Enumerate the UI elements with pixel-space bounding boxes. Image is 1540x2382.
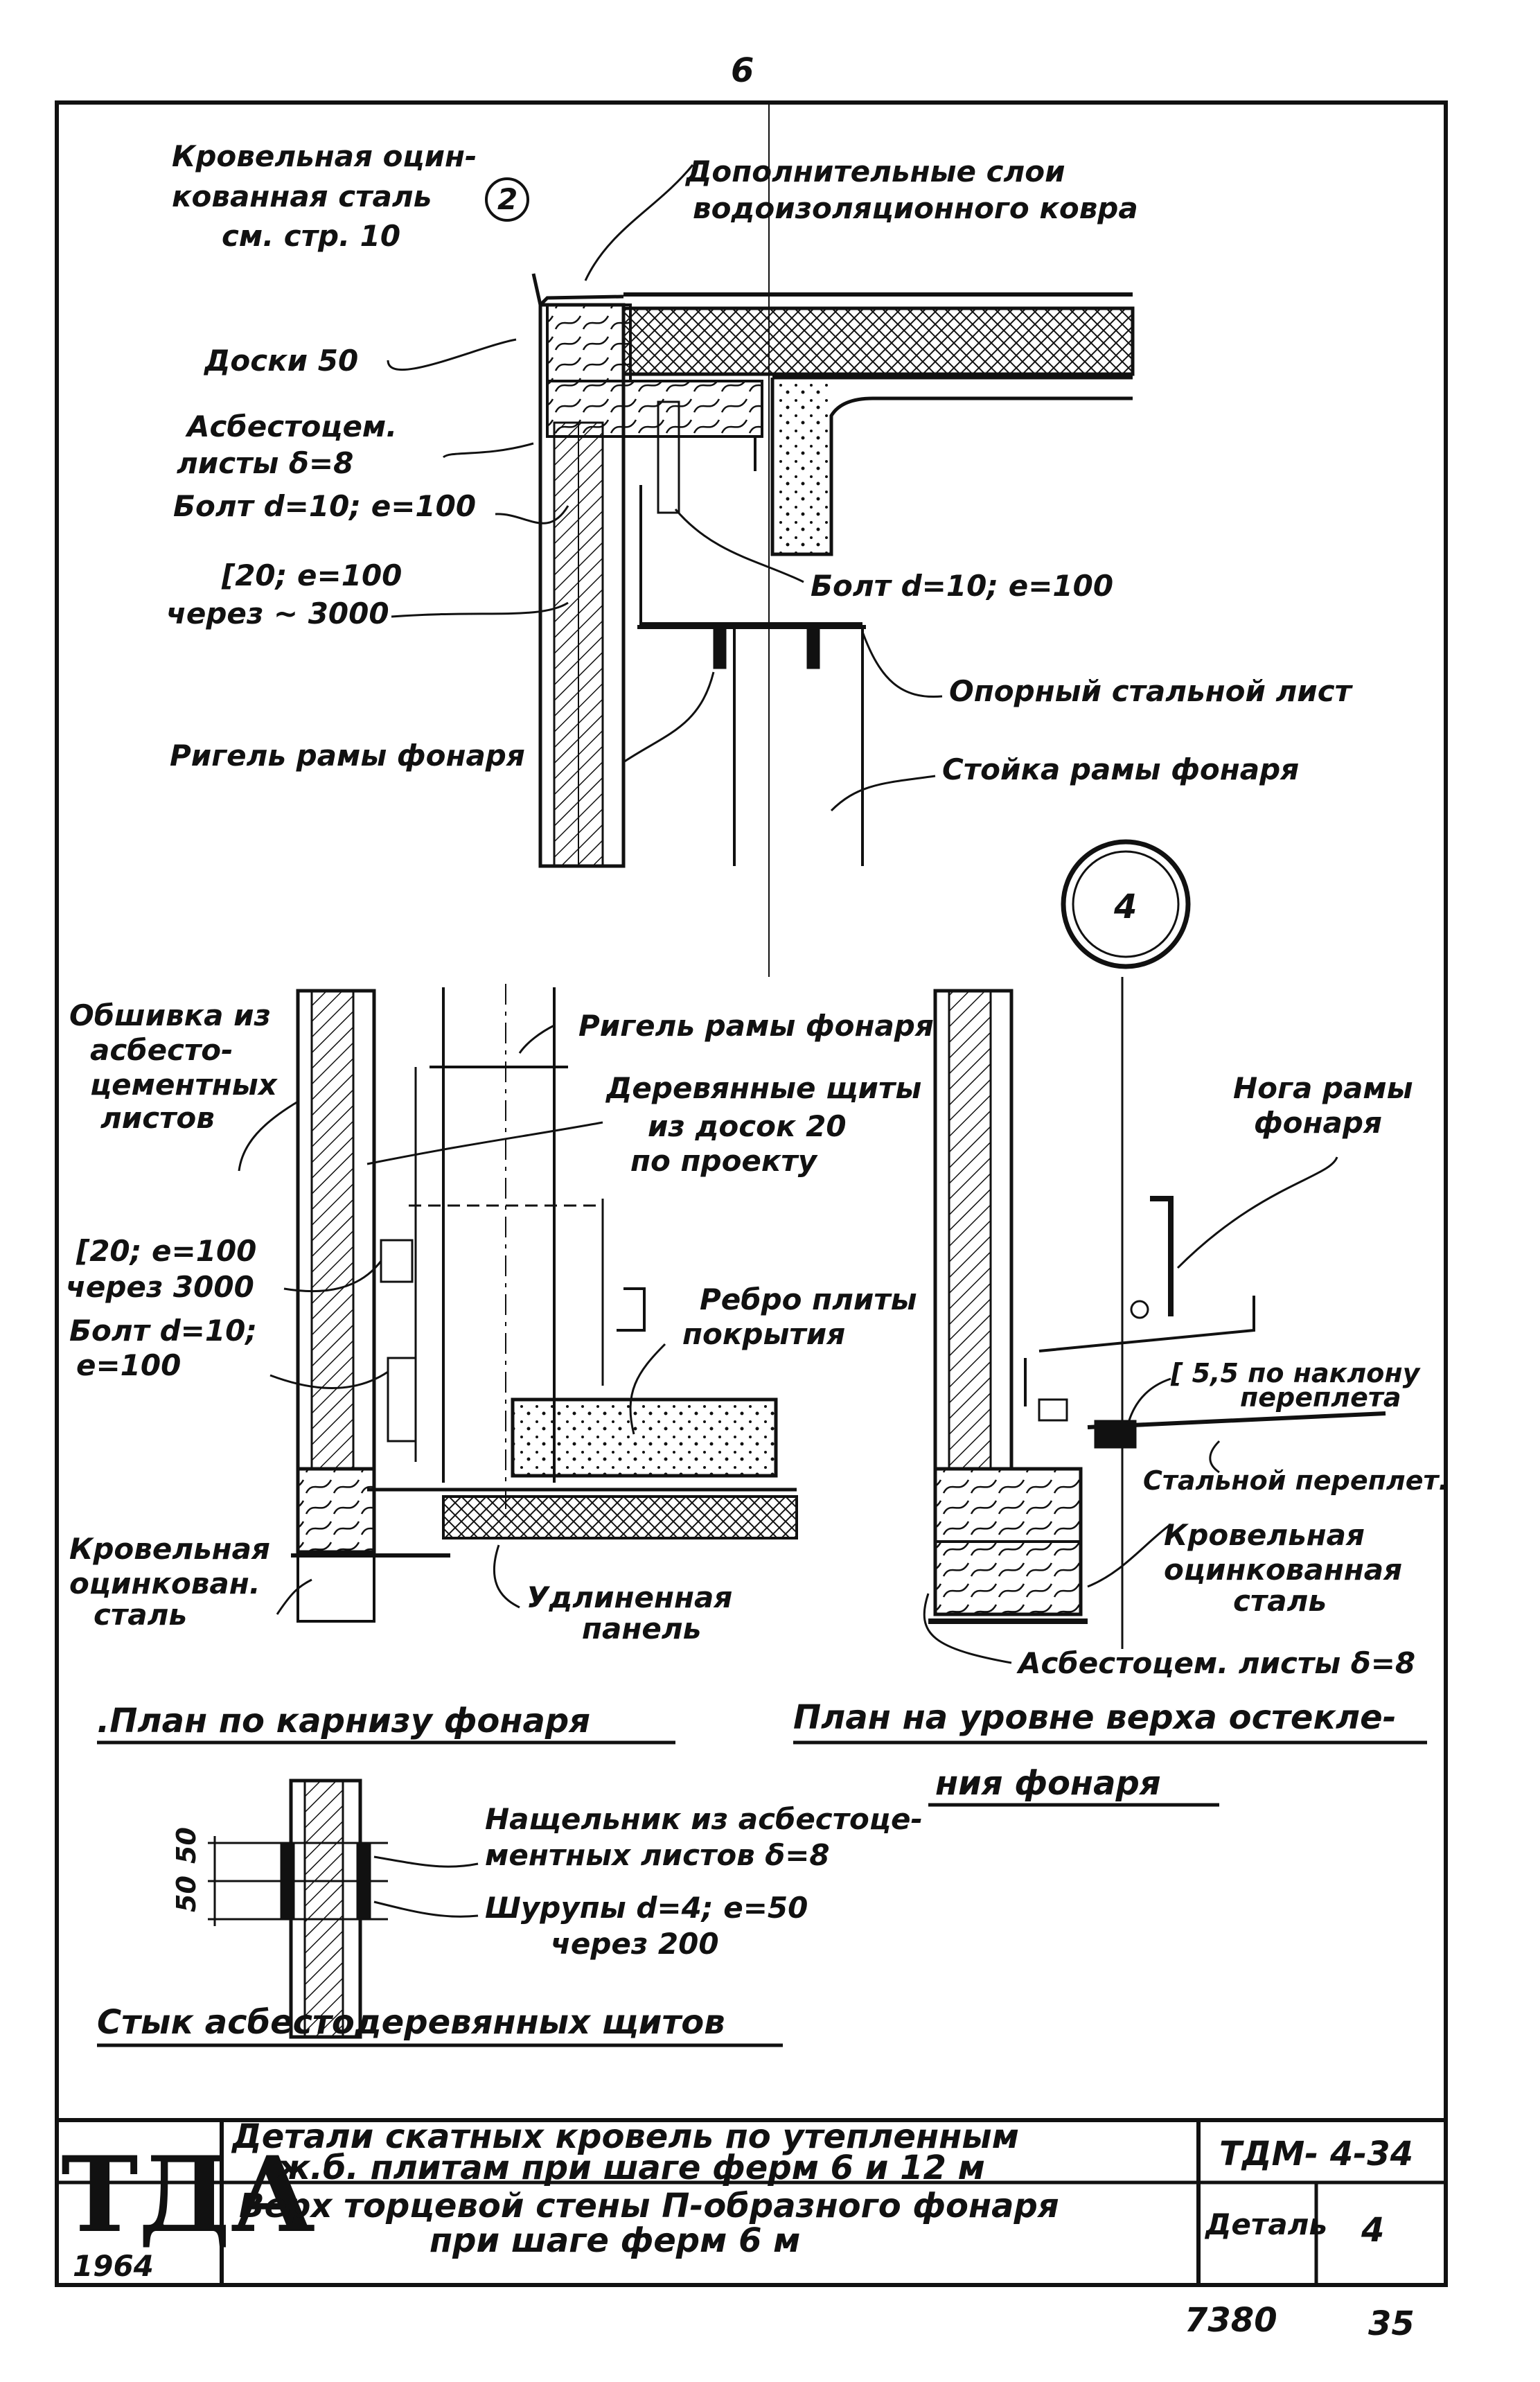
- label-wood-shields-2: из досок 20: [648, 1109, 847, 1143]
- label-leg-2: фонаря: [1254, 1106, 1382, 1140]
- label-boards: Доски 50: [203, 344, 358, 378]
- plan-left: [238, 984, 798, 1623]
- top-detail: [387, 104, 1135, 977]
- label-roof-steel-3: см. стр. 10: [222, 219, 400, 253]
- joint-dim-a: 50: [171, 1827, 202, 1864]
- label-steel-binding: Стальной переплет.: [1143, 1465, 1449, 1496]
- label-asbestos-1: Асбестоцем.: [185, 409, 397, 443]
- label-cladding-3: цементных: [90, 1068, 278, 1102]
- label-roof-steel-left-1: Кровельная: [69, 1532, 270, 1566]
- page-number-top: 6: [731, 51, 754, 90]
- label-post: Стойка рамы фонаря: [942, 752, 1299, 786]
- sheet-number: 7380: [1185, 2301, 1277, 2340]
- label-channel-2: через ~ 3000: [166, 597, 389, 630]
- sheet-frame: [55, 100, 1448, 2287]
- label-panel-1: Удлиненная: [526, 1580, 732, 1614]
- label-cladding-1: Обшивка из: [69, 998, 271, 1032]
- detail-mark-4-circle: [1061, 839, 1191, 969]
- label-roof-steel-left-3: сталь: [94, 1598, 187, 1632]
- label-bolt-right: Болт d=10; e=100: [811, 569, 1113, 603]
- label-channel-left-1: [20; e=100: [76, 1234, 256, 1268]
- joint-dim-b: 50: [171, 1876, 202, 1912]
- stamp-year: 1964: [73, 2249, 154, 2283]
- label-roof-steel-right-3: сталь: [1233, 1584, 1327, 1618]
- label-rib-1: Ребро плиты: [700, 1282, 917, 1316]
- plan-right: [923, 977, 1386, 1664]
- label-bolt-left-2: e=100: [76, 1348, 181, 1382]
- label-asbestos-2: листы δ=8: [177, 446, 353, 480]
- title-block: [57, 2118, 1446, 2285]
- label-bolt-left: Болт d=10; e=100: [173, 489, 476, 523]
- label-asbestos-right: Асбестоцем. листы δ=8: [1016, 1646, 1415, 1680]
- title-line-2: ж.б. плитам при шаге ферм 6 и 12 м: [276, 2149, 985, 2187]
- label-overlay-2: ментных листов δ=8: [485, 1838, 830, 1872]
- label-channel-left-2: через 3000: [66, 1270, 254, 1304]
- label-overlay-1: Нащельник из асбестоце-: [485, 1802, 923, 1836]
- label-wood-shields-1: Деревянные щиты: [605, 1071, 921, 1105]
- label-channel-slope-2: переплета: [1240, 1382, 1401, 1413]
- label-wood-shields-3: по проекту: [630, 1144, 818, 1178]
- label-crossbar-top: Ригель рамы фонаря: [170, 739, 525, 773]
- label-roof-steel-left-2: оцинкован.: [69, 1567, 260, 1600]
- label-leg-1: Нога рамы: [1233, 1071, 1413, 1105]
- detail-label: Деталь: [1204, 2207, 1327, 2241]
- title-plan-right-1: План на уровне верха остекле-: [793, 1698, 1397, 1737]
- label-roof-steel-2: кованная сталь: [172, 179, 432, 213]
- detail-mark-4: 4: [1113, 888, 1137, 926]
- label-support-plate: Опорный стальной лист: [949, 674, 1354, 708]
- label-screws-1: Шурупы d=4; e=50: [485, 1891, 808, 1925]
- label-panel-2: панель: [582, 1612, 701, 1646]
- drawing-code: ТДМ- 4-34: [1219, 2135, 1413, 2173]
- label-roof-steel-right-2: оцинкованная: [1164, 1553, 1402, 1587]
- label-crossbar-left: Ригель рамы фонаря: [578, 1009, 934, 1043]
- label-cladding-4: листов: [100, 1101, 215, 1135]
- label-roof-steel-1: Кровельная оцин-: [172, 139, 477, 173]
- title-line-3: Верх торцевой стены П-образного фонаря: [239, 2187, 1059, 2225]
- stamp-tda: ТДА: [61, 2134, 315, 2256]
- title-plan-left: .План по карнизу фонаря: [97, 1702, 590, 1740]
- title-plan-right-2: ния фонаря: [935, 1764, 1161, 1803]
- label-roof-steel-right-1: Кровельная: [1164, 1518, 1365, 1552]
- detail-number: 4: [1361, 2211, 1384, 2250]
- label-bolt-left-1: Болт d=10;: [69, 1314, 257, 1348]
- detail-mark-2: 2: [497, 182, 517, 216]
- label-screws-2: через 200: [551, 1927, 719, 1961]
- label-rib-2: покрытия: [682, 1317, 845, 1351]
- label-extra-layers-2: водоизоляционного ковра: [693, 191, 1138, 225]
- label-channel-1: [20; e=100: [221, 558, 402, 592]
- page-number-bottom: 35: [1368, 2304, 1415, 2343]
- joint-detail: [208, 1779, 479, 2039]
- title-joint: Стык асбестодеревянных щитов: [97, 2003, 725, 2042]
- label-channel-slope-1: [ 5,5 по наклону: [1170, 1358, 1422, 1388]
- title-line-4: при шаге ферм 6 м: [430, 2221, 800, 2260]
- label-cladding-2: асбесто-: [90, 1033, 233, 1067]
- label-extra-layers-1: Дополнительные слои: [684, 155, 1065, 188]
- title-line-1: Детали скатных кровель по утепленным: [231, 2117, 1019, 2156]
